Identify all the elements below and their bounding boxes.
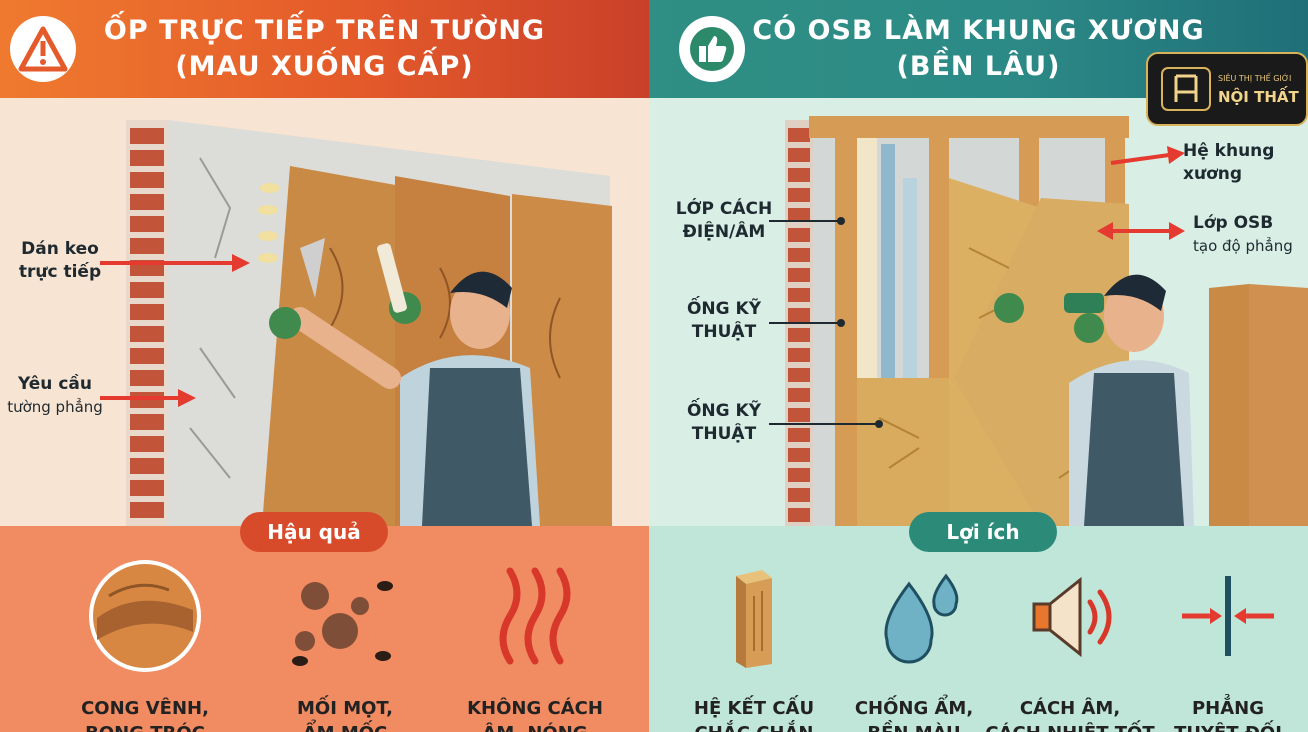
item-flatness: PHẲNG TUYỆT ĐỐI	[1143, 556, 1308, 732]
benefits-label: Lợi ích	[909, 512, 1057, 552]
callout-pipe2-line2: THUẬT	[691, 424, 757, 444]
logo-title: NỘI THẤT	[1218, 88, 1299, 106]
termite-mold-icon	[292, 581, 393, 666]
item-solid-structure: HỆ KẾT CẤU CHẮC CHẮN	[669, 556, 839, 732]
benefits-section: Lợi ích HỆ KẾT CẤU CHẮC CHẮN CHỐNG ẨM, B…	[649, 512, 1308, 732]
water-drops-icon	[884, 573, 959, 664]
item-termite-line2: ẨM MỐC	[303, 723, 388, 732]
left-scene: Dán keo trực tiếp Yêu cầu tường phẳng	[0, 98, 649, 526]
item-warping-line1: CONG VÊNH,	[81, 698, 209, 719]
right-title: CÓ OSB LÀM KHUNG XƯƠNG	[752, 15, 1205, 46]
right-subtitle: (BỀN LÂU)	[896, 51, 1061, 82]
callout-glue-line1: Dán keo	[21, 239, 99, 259]
callout-frame-line2: xương	[1183, 164, 1243, 184]
consequences-section: Hậu quả CONG VÊNH, BONG TRÓC MỐI MỌT, ẨM…	[0, 512, 649, 732]
item-termite-mold: MỐI MỌT, ẨM MỐC	[250, 556, 440, 732]
callout-osb-line2: tạo độ phẳng	[1193, 237, 1293, 255]
callout-osb-line1: Lớp OSB	[1193, 213, 1274, 233]
item-warping-line2: BONG TRÓC	[85, 723, 205, 732]
callout-pipe1-line1: ỐNG KỸ	[686, 299, 762, 319]
warped-wood-icon	[89, 560, 201, 672]
callout-flat-wall: Yêu cầu tường phẳng	[0, 373, 110, 419]
left-panel: ỐP TRỰC TIẾP TRÊN TƯỜNG (MAU XUỐNG CẤP)	[0, 0, 649, 732]
callout-insulation-line1: LỚP CÁCH	[675, 199, 773, 219]
left-header: ỐP TRỰC TIẾP TRÊN TƯỜNG (MAU XUỐNG CẤP)	[0, 0, 649, 98]
callout-flat-line2: tường phẳng	[7, 398, 103, 416]
callout-pipe1-line2: THUẬT	[691, 322, 757, 342]
direct-mount-illustration	[100, 120, 612, 526]
item-warping: CONG VÊNH, BONG TRÓC	[50, 556, 240, 732]
callout-glue-line2: trực tiếp	[18, 262, 102, 282]
callout-osb-layer: Lớp OSB tạo độ phẳng	[1193, 212, 1305, 258]
brand-logo: SIÊU THỊ THẾ GIỚI NỘI THẤT	[1146, 52, 1308, 126]
callout-pipe2-line1: ỐNG KỸ	[686, 401, 762, 421]
chair-logo-icon	[1161, 67, 1211, 111]
callout-frame-system: Hệ khung xương	[1183, 140, 1303, 186]
item-insulation-line1: KHÔNG CÁCH	[467, 698, 603, 719]
warning-icon	[10, 16, 76, 82]
item-moisture-proof: CHỐNG ẨM, BỀN MÀU	[829, 556, 999, 732]
thumbs-up-icon	[679, 16, 745, 82]
logo-subtitle: SIÊU THỊ THẾ GIỚI	[1218, 74, 1292, 83]
speaker-icon	[1032, 576, 1112, 658]
item-flat-line1: PHẲNG	[1191, 698, 1265, 719]
item-structure-line2: CHẮC CHẮN	[695, 723, 814, 732]
item-moisture-line1: CHỐNG ẨM,	[854, 698, 974, 719]
callout-glue-direct: Dán keo trực tiếp	[10, 238, 110, 284]
osb-frame-illustration	[769, 116, 1308, 526]
callout-pipe-2: ỐNG KỸ THUẬT	[671, 400, 777, 446]
item-structure-line1: HỆ KẾT CẤU	[693, 698, 815, 719]
item-flat-line2: TUYỆT ĐỐI	[1174, 723, 1282, 732]
item-no-insulation: KHÔNG CÁCH ÂM, NÓNG	[440, 556, 630, 732]
item-sound-heat: CÁCH ÂM, CÁCH NHIỆT TỐT	[985, 556, 1155, 732]
heat-waves-icon	[499, 567, 571, 665]
wood-beam-icon	[736, 570, 772, 668]
item-termite-line1: MỐI MỌT,	[297, 698, 393, 719]
item-sound-line1: CÁCH ÂM,	[1019, 698, 1121, 719]
item-moisture-line2: BỀN MÀU	[867, 723, 960, 732]
item-sound-line2: CÁCH NHIỆT TỐT	[985, 723, 1154, 732]
item-insulation-line2: ÂM, NÓNG	[482, 723, 587, 732]
callout-frame-line1: Hệ khung	[1183, 141, 1275, 161]
right-scene: LỚP CÁCH ĐIỆN/ÂM ỐNG KỸ THUẬT ỐNG KỸ THU…	[649, 98, 1308, 526]
callout-flat-line1: Yêu cầu	[18, 374, 92, 394]
callout-insulation-line2: ĐIỆN/ÂM	[682, 222, 766, 242]
callout-insulation-layer: LỚP CÁCH ĐIỆN/ÂM	[671, 198, 777, 244]
left-subtitle: (MAU XUỐNG CẤP)	[175, 51, 474, 82]
callout-pipe-1: ỐNG KỸ THUẬT	[671, 298, 777, 344]
left-title: ỐP TRỰC TIẾP TRÊN TƯỜNG	[103, 15, 546, 46]
flat-arrows-icon	[1182, 576, 1274, 656]
consequences-label: Hậu quả	[240, 512, 388, 552]
